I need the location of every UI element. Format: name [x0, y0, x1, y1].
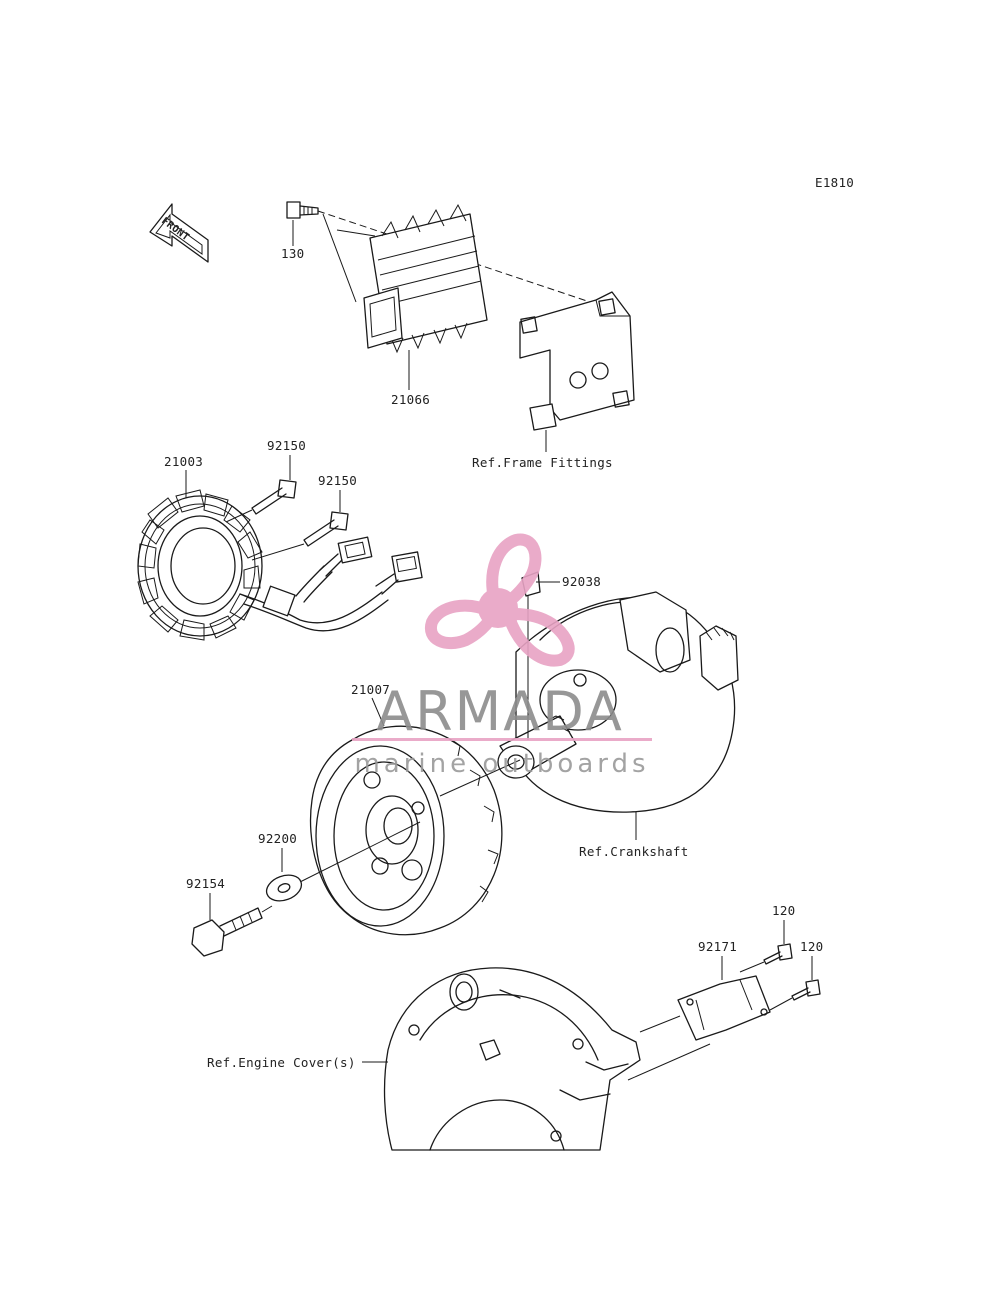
label-92154: 92154	[186, 876, 225, 891]
label-ref-crankshaft: Ref.Crankshaft	[579, 844, 689, 859]
bolt-130	[286, 201, 319, 219]
propeller-icon	[425, 533, 575, 667]
bolt-92150-b	[303, 511, 349, 547]
label-92150-b: 92150	[318, 473, 357, 488]
connector-b	[391, 551, 423, 583]
bolt-120-b	[791, 979, 821, 1001]
washer-92200	[265, 874, 303, 902]
frame-bracket	[519, 291, 635, 431]
regulator-rectifier	[363, 203, 488, 354]
label-ref-frame: Ref.Frame Fittings	[472, 455, 613, 470]
bolt-92154	[191, 907, 263, 957]
stator	[137, 489, 263, 641]
label-21007: 21007	[351, 682, 390, 697]
bolt-120-a	[763, 943, 793, 965]
cover-bracket-92171	[677, 975, 771, 1041]
bolt-92150-a	[251, 479, 297, 515]
armada-watermark-logo: ARMADA marine outboards	[352, 533, 652, 779]
label-92150-a: 92150	[267, 438, 306, 453]
label-92200: 92200	[258, 831, 297, 846]
label-120-b: 120	[800, 939, 823, 954]
label-120-a: 120	[772, 903, 795, 918]
label-92171: 92171	[698, 939, 737, 954]
label-21003: 21003	[164, 454, 203, 469]
front-arrow-icon: FRONT	[149, 203, 209, 263]
engine-cover	[383, 967, 641, 1151]
connector-a	[337, 536, 373, 564]
diagram-code: E1810	[815, 175, 854, 190]
label-21066: 21066	[391, 392, 430, 407]
watermark-brand: ARMADA	[376, 680, 624, 743]
label-130: 130	[281, 246, 304, 261]
watermark-tagline: marine outboards	[354, 749, 649, 779]
label-92038: 92038	[562, 574, 601, 589]
label-ref-engine-cover: Ref.Engine Cover(s)	[207, 1055, 356, 1070]
rotor	[309, 725, 503, 936]
